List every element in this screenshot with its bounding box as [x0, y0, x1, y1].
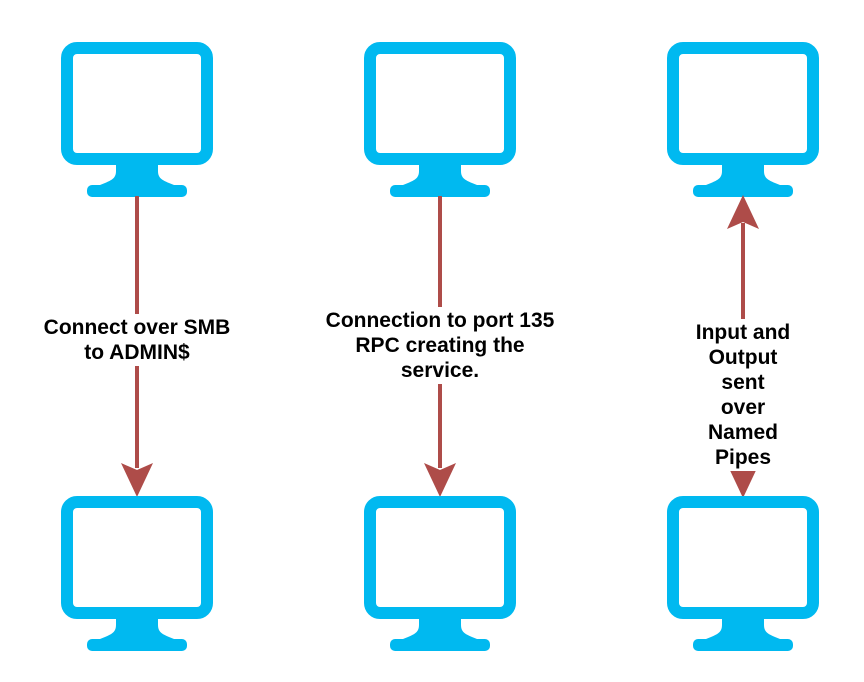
monitor-stand	[403, 158, 477, 185]
computer-monitor-icon	[61, 42, 213, 197]
arrowhead-down	[424, 463, 456, 497]
edge-label-smb: Connect over SMB to ADMIN$	[35, 314, 239, 366]
monitor-stand	[706, 158, 780, 185]
monitor-stand	[706, 612, 780, 639]
monitor-screen	[364, 42, 516, 165]
monitor-screen	[61, 496, 213, 619]
computer-monitor-icon	[667, 496, 819, 651]
computer-monitor-icon	[364, 42, 516, 197]
monitor-base	[693, 185, 793, 197]
arrowhead-up	[727, 195, 759, 229]
monitor-screen	[61, 42, 213, 165]
monitor-screen	[364, 496, 516, 619]
monitor-screen	[667, 496, 819, 619]
monitor-base	[87, 639, 187, 651]
edge-label-rpc: Connection to port 135 RPC creating the …	[317, 307, 563, 384]
computer-monitor-icon	[667, 42, 819, 197]
monitor-base	[390, 185, 490, 197]
monitor-screen	[667, 42, 819, 165]
edge-label-named-pipes: Input and Output sent over Named Pipes	[682, 319, 804, 471]
monitor-stand	[100, 612, 174, 639]
arrowhead-down	[121, 463, 153, 497]
monitor-base	[693, 639, 793, 651]
monitor-stand	[100, 158, 174, 185]
computer-monitor-icon	[364, 496, 516, 651]
computer-monitor-icon	[61, 496, 213, 651]
arrowhead-down	[727, 464, 759, 498]
monitor-stand	[403, 612, 477, 639]
monitor-base	[390, 639, 490, 651]
monitor-base	[87, 185, 187, 197]
